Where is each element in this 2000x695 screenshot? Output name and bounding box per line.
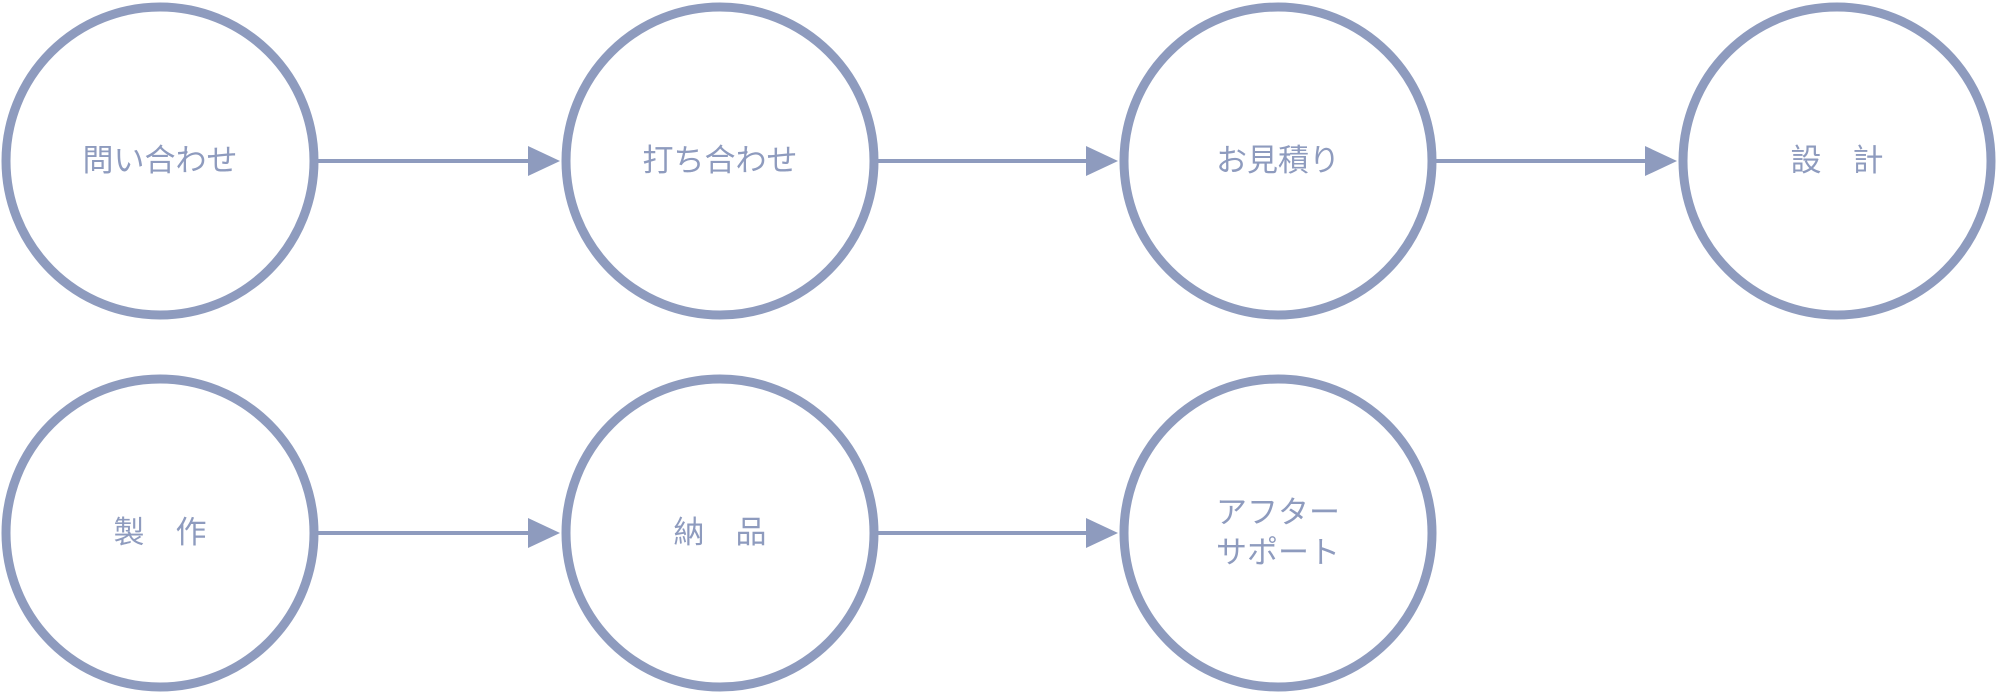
step-label: アフター <box>1216 495 1340 531</box>
connections-layer <box>314 146 1677 548</box>
step-circle <box>1119 374 1437 692</box>
step-estimate: お見積り <box>1119 2 1437 320</box>
step-inquiry: 問い合わせ <box>1 2 319 320</box>
step-label: 打ち合わせ <box>643 143 798 179</box>
arrow-inquiry-to-meeting <box>314 146 560 176</box>
arrow-head-icon <box>1086 146 1118 176</box>
step-label: 問い合わせ <box>83 143 238 179</box>
arrow-meeting-to-estimate <box>874 146 1118 176</box>
arrow-production-to-delivery <box>314 518 560 548</box>
step-circle <box>1119 2 1437 320</box>
step-label: お見積り <box>1216 143 1340 179</box>
arrow-head-icon <box>528 146 560 176</box>
step-meeting: 打ち合わせ <box>561 2 879 320</box>
arrow-delivery-to-after-support <box>874 518 1118 548</box>
step-label: 製 作 <box>114 515 207 551</box>
step-circle <box>561 2 879 320</box>
step-label: 設 計 <box>1791 143 1884 179</box>
step-circle <box>1 2 319 320</box>
step-circle <box>561 374 879 692</box>
step-label: 納 品 <box>674 515 767 551</box>
step-delivery: 納 品 <box>561 374 879 692</box>
step-design: 設 計 <box>1678 2 1996 320</box>
step-circle <box>1678 2 1996 320</box>
arrow-head-icon <box>1086 518 1118 548</box>
step-production: 製 作 <box>1 374 319 692</box>
step-circle <box>1 374 319 692</box>
arrow-head-icon <box>1645 146 1677 176</box>
arrow-estimate-to-design <box>1432 146 1677 176</box>
arrow-head-icon <box>528 518 560 548</box>
step-label: サポート <box>1216 535 1340 571</box>
